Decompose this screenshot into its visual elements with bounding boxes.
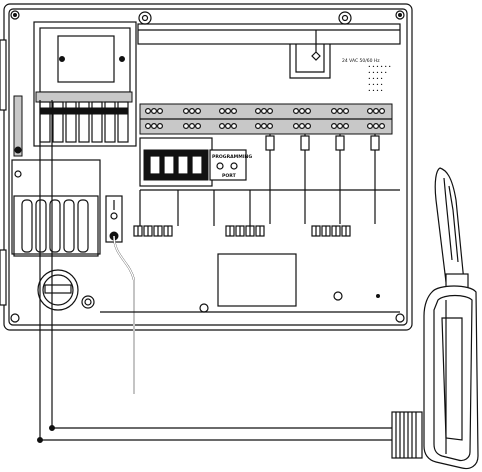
station-screw [379,122,386,129]
top-rail [137,11,401,79]
module-slots [133,189,400,237]
ground-terminal [105,195,123,243]
station-screw [225,122,232,129]
station-screw [219,107,226,114]
slot-connectors [133,225,351,237]
screw-top-right [395,10,405,20]
sensor-antenna [434,167,465,283]
station-terminal-bank [139,103,393,224]
station-screw [299,122,306,129]
station-screw [293,122,300,129]
screw-rail-right [338,11,352,25]
programming-port[interactable] [209,149,247,181]
module-terminals [39,101,129,143]
left-ribbon [13,95,23,157]
station-screw [195,122,202,129]
station-screw [305,107,312,114]
sensor-threaded-mount [391,411,423,459]
station-screw [255,107,262,114]
port-label-line2: PORT [222,173,237,179]
rail-bracket [289,44,331,79]
station-screw [189,107,196,114]
station-screw [145,107,152,114]
station-screw [157,107,164,114]
station-drop-lines [265,134,380,224]
station-screw [151,107,158,114]
station-screw [267,122,274,129]
station-screw [183,122,190,129]
station-screw [367,122,374,129]
knockout-small [81,295,95,309]
station-screw [231,107,238,114]
panel-text-line-1: • • • • • • [368,65,391,70]
station-screw [145,122,152,129]
screw-rail-left [138,11,152,25]
programming-port-area: PROGRAMMING PORT [139,137,252,187]
station-screw [337,122,344,129]
screw-bottom-left [10,313,20,323]
panel-text-line-0: 24 VAC 50/60 Hz [342,58,380,64]
station-screw [373,122,380,129]
battery-compartment [11,159,101,311]
wireless-sensor [391,167,479,470]
station-screw [379,107,386,114]
panel-text-line-2: • • • • • [368,71,387,76]
station-screw [373,107,380,114]
station-terminal-screws [145,107,386,129]
transformer-cover [57,35,115,83]
port-label-line1: PROGRAMMING [212,154,252,160]
station-screw [367,107,374,114]
left-hinge-top [0,39,7,111]
station-screw [219,122,226,129]
inner-case [8,8,408,326]
sensor-wires [37,100,402,443]
screw-bottom-right [395,313,405,323]
station-screw [195,107,202,114]
station-screw [267,107,274,114]
screw-top-left [10,10,20,20]
station-screw [231,122,238,129]
module-terminal-strip [35,91,133,103]
station-screw [261,122,268,129]
station-screw [189,122,196,129]
panel-text-line-4: • • • • [368,83,383,88]
panel-label-block: 24 VAC 50/60 Hz • • • • • • • • • • • • … [342,58,391,94]
station-screw [331,122,338,129]
vent-slots [21,199,89,253]
panel-text-line-5: • • • • [368,89,383,94]
station-screw [293,107,300,114]
station-screw [331,107,338,114]
station-screw [261,107,268,114]
station-screw [255,122,262,129]
sensor-body [423,285,479,470]
label-plate [217,253,297,307]
panel-text-line-3: • • • • [368,77,383,82]
power-module [13,21,137,157]
station-screw [151,122,158,129]
station-screw [337,107,344,114]
station-screw [225,107,232,114]
station-screw [305,122,312,129]
station-screw [343,107,350,114]
station-screw [299,107,306,114]
station-screw [343,122,350,129]
station-screw [157,122,164,129]
station-screw [183,107,190,114]
left-hinge-bottom [0,249,7,306]
